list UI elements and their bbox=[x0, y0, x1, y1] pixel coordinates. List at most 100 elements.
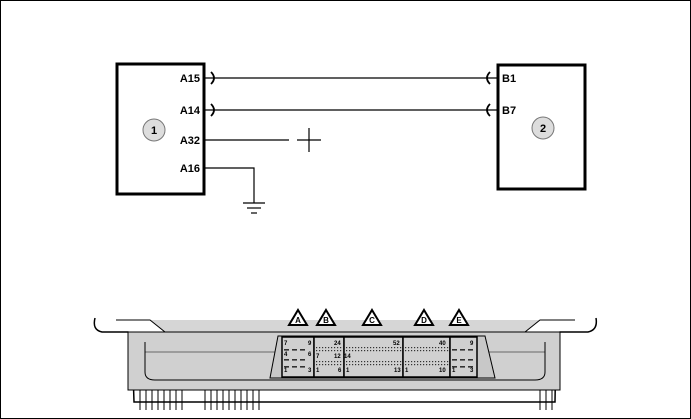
pin-dot bbox=[331, 350, 333, 352]
pin-dot bbox=[340, 350, 342, 352]
pin-dot bbox=[334, 364, 336, 366]
pin-slot bbox=[292, 349, 297, 351]
connector-label-d: D bbox=[421, 316, 427, 325]
pin-num: 7 bbox=[284, 341, 288, 347]
pin-num: 1 bbox=[316, 368, 320, 374]
pin-dot bbox=[370, 364, 372, 366]
pin-dot bbox=[400, 364, 402, 366]
pin-dot bbox=[361, 347, 363, 349]
pin-dot bbox=[435, 347, 437, 349]
ecu-illustration bbox=[93, 317, 598, 410]
pin-dot bbox=[391, 361, 393, 363]
pin-dot bbox=[382, 350, 384, 352]
pin-dot bbox=[447, 350, 449, 352]
pin-dot bbox=[367, 361, 369, 363]
pin-dot bbox=[322, 350, 324, 352]
pin-dot bbox=[394, 350, 396, 352]
pin-dot bbox=[385, 350, 387, 352]
pin-dot bbox=[423, 361, 425, 363]
pin-dot bbox=[364, 347, 366, 349]
pin-dot bbox=[367, 350, 369, 352]
pin-dot bbox=[391, 364, 393, 366]
pin-dot bbox=[322, 347, 324, 349]
pin-num: 9 bbox=[308, 341, 312, 347]
pin-num: 3 bbox=[470, 368, 474, 374]
pin-num: 4 bbox=[284, 352, 288, 358]
pin-dot bbox=[340, 347, 342, 349]
pin-num: 13 bbox=[394, 368, 401, 374]
pin-dot bbox=[346, 364, 348, 366]
pin-dot bbox=[408, 361, 410, 363]
pin-dot bbox=[391, 350, 393, 352]
pin-dot bbox=[367, 347, 369, 349]
pin-dot bbox=[405, 350, 407, 352]
pin-dot bbox=[388, 361, 390, 363]
wire-a16 bbox=[204, 167, 255, 203]
pin-dot bbox=[411, 364, 413, 366]
pin-dot bbox=[435, 364, 437, 366]
pin-dot bbox=[361, 361, 363, 363]
pin-slot bbox=[292, 359, 297, 361]
pin-dot bbox=[328, 364, 330, 366]
pin-num: 7 bbox=[316, 354, 320, 360]
pin-dot bbox=[331, 347, 333, 349]
pin-dot bbox=[376, 364, 378, 366]
pin-dot bbox=[352, 350, 354, 352]
pin-dot bbox=[426, 350, 428, 352]
pin-dot bbox=[322, 361, 324, 363]
pin-dot bbox=[358, 361, 360, 363]
pin-dot bbox=[325, 361, 327, 363]
pin-dot bbox=[423, 350, 425, 352]
pin-dot bbox=[358, 347, 360, 349]
connector-a15 bbox=[210, 71, 215, 85]
pin-dot bbox=[438, 361, 440, 363]
pin-dot bbox=[435, 350, 437, 352]
pin-dot bbox=[325, 364, 327, 366]
pin-dot bbox=[447, 364, 449, 366]
pin-dot bbox=[432, 361, 434, 363]
pin-dot bbox=[349, 361, 351, 363]
pin-dot bbox=[429, 347, 431, 349]
pin-dot bbox=[376, 361, 378, 363]
pin-dot bbox=[388, 347, 390, 349]
pin-dot bbox=[420, 364, 422, 366]
pin-dot bbox=[334, 361, 336, 363]
pin-dot bbox=[385, 364, 387, 366]
pin-dot bbox=[349, 350, 351, 352]
connector-triangle-b bbox=[315, 308, 337, 326]
pin-slot bbox=[300, 366, 305, 368]
pin-num: 52 bbox=[393, 341, 400, 347]
pin-dot bbox=[435, 361, 437, 363]
pin-dot bbox=[438, 347, 440, 349]
pin-dot bbox=[394, 364, 396, 366]
pin-dot bbox=[370, 361, 372, 363]
pin-dot bbox=[394, 347, 396, 349]
pin-dots bbox=[284, 347, 473, 368]
pin-dot bbox=[423, 364, 425, 366]
pin-num: 14 bbox=[344, 354, 351, 360]
component-1-box bbox=[115, 62, 206, 196]
pin-num: 12 bbox=[334, 354, 341, 360]
pin-dot bbox=[325, 350, 327, 352]
pin-dot bbox=[364, 364, 366, 366]
pin-dot bbox=[355, 347, 357, 349]
pin-dot bbox=[355, 350, 357, 352]
pin-dot bbox=[411, 361, 413, 363]
pin-dot bbox=[388, 364, 390, 366]
pin-dot bbox=[426, 361, 428, 363]
pin-dot bbox=[328, 350, 330, 352]
pin-num: 24 bbox=[334, 341, 341, 347]
connector-label-b: B bbox=[323, 316, 329, 325]
pin-dot bbox=[441, 347, 443, 349]
pin-dot bbox=[370, 347, 372, 349]
pin-dot bbox=[417, 350, 419, 352]
pin-dot bbox=[408, 364, 410, 366]
pin-dot bbox=[391, 347, 393, 349]
pin-slot bbox=[460, 366, 465, 368]
pin-dot bbox=[432, 350, 434, 352]
pin-dot bbox=[400, 350, 402, 352]
pin-slot bbox=[460, 359, 465, 361]
pin-dot bbox=[319, 364, 321, 366]
